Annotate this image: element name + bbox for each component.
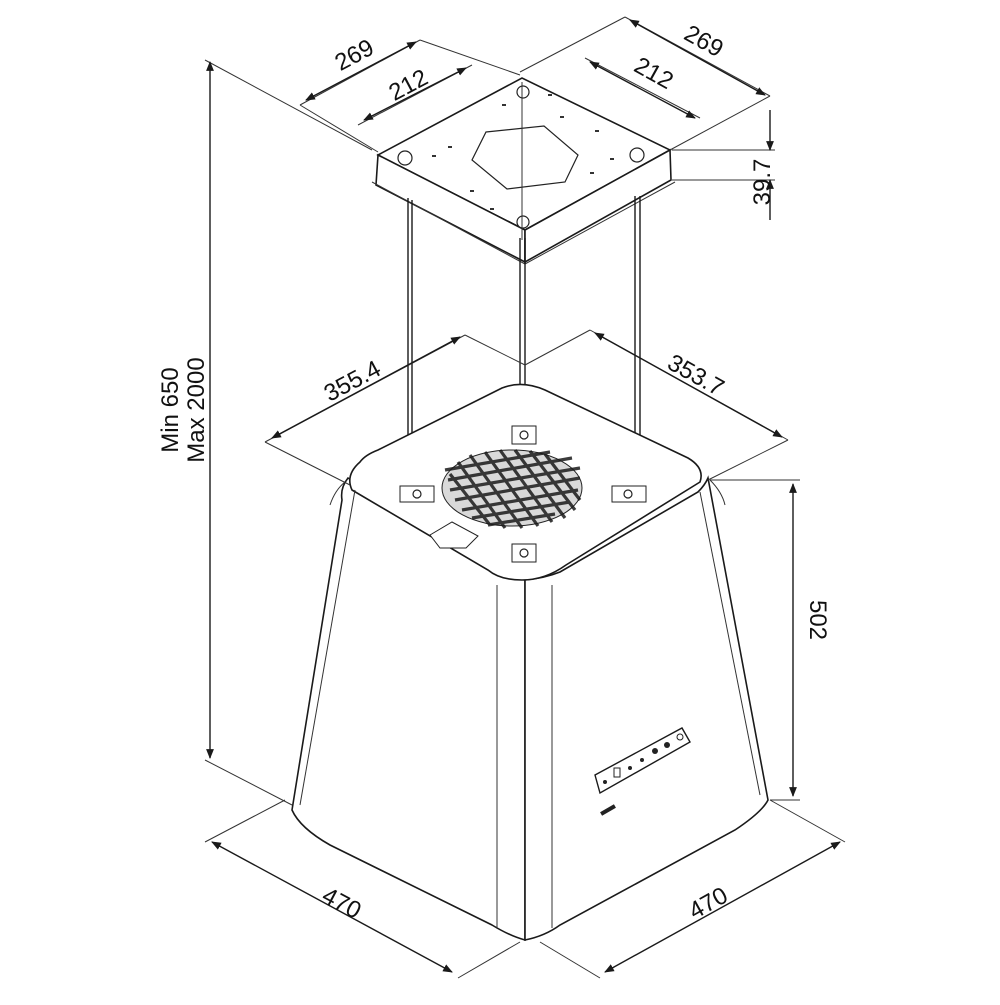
base-width-left-label: 470 xyxy=(318,882,366,925)
control-display xyxy=(613,767,621,778)
control-button xyxy=(603,780,607,784)
control-button xyxy=(676,733,684,741)
mounting-hole xyxy=(516,85,530,99)
cover-plate xyxy=(429,521,479,549)
dimension-lines xyxy=(204,16,846,979)
bracket-top xyxy=(511,425,537,445)
bracket-left xyxy=(399,485,435,503)
height-min-label: Min 650 xyxy=(157,367,184,452)
grease-filter-grille xyxy=(441,449,583,529)
mounting-plate xyxy=(371,77,676,265)
bracket-bottom xyxy=(511,543,537,563)
plate-width-left-label: 269 xyxy=(330,34,378,77)
plate-inner-right-label: 212 xyxy=(630,52,678,95)
control-button xyxy=(664,742,670,748)
mounting-hole xyxy=(516,215,530,229)
top-width-left-label: 355.4 xyxy=(320,355,386,407)
plate-inner-left-label: 212 xyxy=(384,64,432,107)
dimension-labels: 269 269 212 212 39.7 Min 650 Max 2000 35… xyxy=(157,20,831,925)
hood-body xyxy=(291,383,769,942)
control-button xyxy=(652,748,658,754)
plate-width-right-label: 269 xyxy=(680,20,728,63)
control-panel xyxy=(594,727,691,816)
base-width-right-label: 470 xyxy=(684,882,732,925)
control-button xyxy=(640,758,644,762)
plate-thickness-label: 39.7 xyxy=(749,159,776,206)
control-button xyxy=(628,766,632,770)
mounting-hole xyxy=(629,147,645,163)
height-max-label: Max 2000 xyxy=(183,357,210,462)
brand-logo xyxy=(600,804,616,816)
mounting-hole xyxy=(397,150,413,166)
duct-opening xyxy=(471,125,579,190)
top-width-right-label: 353.7 xyxy=(663,349,729,402)
body-height-label: 502 xyxy=(804,600,831,640)
bracket-right xyxy=(611,485,647,503)
